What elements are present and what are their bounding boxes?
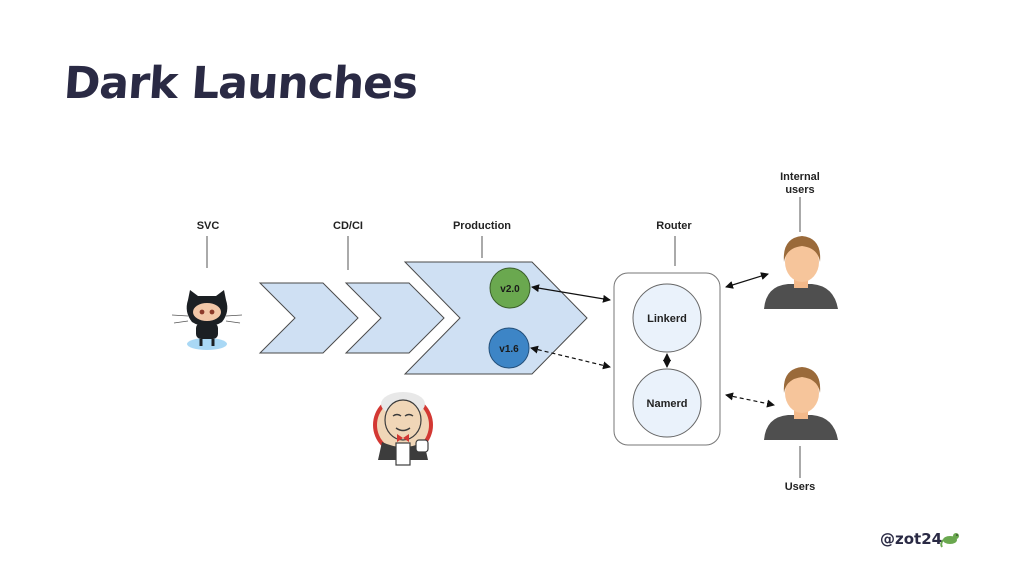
user-icon	[764, 367, 838, 440]
stage-label-production: Production	[452, 220, 512, 232]
router-internal-arrow	[725, 272, 769, 289]
stage-label-cdci: CD/CI	[333, 220, 363, 232]
gecko-icon	[940, 533, 959, 548]
v1-node[interactable]: v1.6	[488, 327, 530, 369]
v2-node[interactable]: v2.0	[489, 267, 531, 309]
connection-arrows	[530, 272, 775, 408]
github-octocat-icon	[171, 290, 243, 350]
jenkins-icon	[373, 392, 433, 466]
internal-users-label: Internal users	[770, 171, 830, 197]
cdci-chevron	[344, 282, 445, 354]
namerd-node[interactable]: Namerd	[632, 368, 702, 438]
users-label: Users	[784, 481, 816, 493]
internal-users-label-line2: users	[785, 184, 815, 196]
namerd-label: Namerd	[647, 398, 688, 410]
author-handle: @zot24	[880, 530, 943, 548]
router-users-arrow	[725, 392, 775, 408]
linkerd-label: Linkerd	[647, 313, 687, 325]
v2-router-arrow	[531, 284, 611, 303]
internal-user-icon	[764, 236, 838, 309]
v1-label: v1.6	[499, 344, 519, 355]
stage-label-svc: SVC	[196, 220, 220, 232]
internal-users-label-line1: Internal	[780, 171, 820, 183]
svc-chevron	[258, 282, 359, 354]
v2-label: v2.0	[500, 284, 520, 295]
linkerd-node[interactable]: Linkerd	[632, 283, 702, 353]
leader-lines	[206, 197, 801, 478]
stage-label-router: Router	[656, 220, 692, 232]
